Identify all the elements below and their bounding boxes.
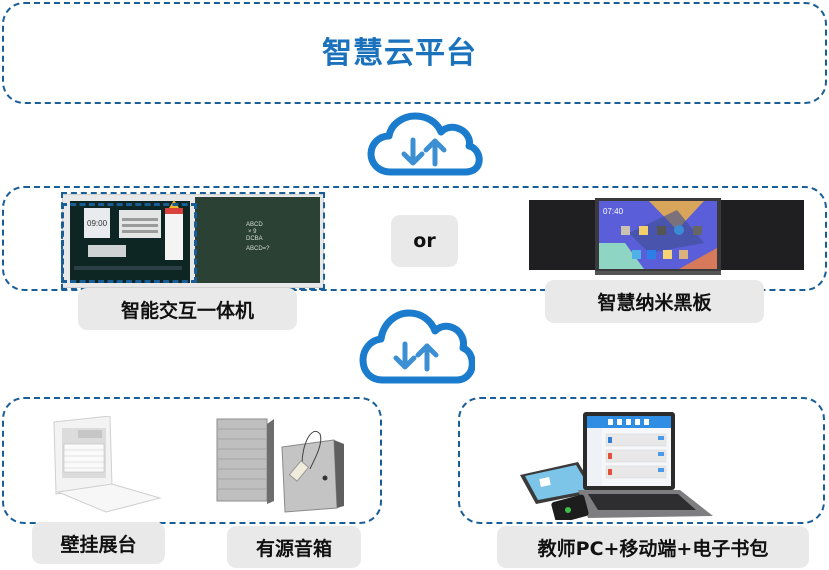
nano-blackboard-label: 智慧纳米黑板 bbox=[545, 280, 764, 323]
app-icons bbox=[621, 225, 702, 259]
cloud-outline bbox=[367, 112, 483, 176]
wall-visualizer-label: 壁挂展台 bbox=[32, 522, 165, 564]
pc-mobile-tablet-device bbox=[518, 410, 753, 524]
cloud-outline bbox=[359, 309, 475, 384]
screen-time: 07:40 bbox=[603, 207, 624, 216]
interactive-panel-device: 09:00 ABCD × 9 DCBA ABCD=? bbox=[61, 193, 325, 289]
cloud-sync-icon bbox=[367, 112, 483, 176]
chalkboard bbox=[195, 197, 320, 283]
or-separator: or bbox=[391, 215, 458, 267]
terminal-tier-box bbox=[458, 397, 825, 524]
active-speaker-label: 有源音箱 bbox=[227, 526, 361, 568]
peripheral-tier-box bbox=[2, 397, 382, 524]
download-arrow-icon bbox=[401, 137, 425, 166]
upload-arrow-icon bbox=[415, 343, 439, 372]
board-text-1: ABCD bbox=[246, 222, 263, 228]
upload-arrow-icon bbox=[423, 138, 447, 167]
board-text-3: DCBA bbox=[246, 236, 263, 242]
board-text-2: × 9 bbox=[248, 229, 257, 235]
cloud-platform-box bbox=[2, 2, 827, 104]
download-arrow-icon bbox=[393, 341, 417, 370]
nano-blackboard-device: 07:40 bbox=[529, 198, 804, 276]
terminal-label: 教师PC+移动端+电子书包 bbox=[497, 526, 809, 568]
interactive-panel-label: 智能交互一体机 bbox=[78, 288, 297, 330]
keyboard bbox=[63, 443, 105, 473]
board-text-4: ABCD=? bbox=[246, 246, 270, 252]
wall-visualizer-device bbox=[50, 415, 162, 516]
display-tier-box bbox=[2, 186, 827, 291]
panel-highlight-frame-inner bbox=[61, 203, 197, 283]
svg-text:09:00: 09:00 bbox=[87, 219, 108, 228]
cloud-sync-icon bbox=[359, 309, 475, 384]
active-speaker-device bbox=[212, 414, 347, 514]
platform-title: 智慧云平台 bbox=[322, 36, 477, 71]
